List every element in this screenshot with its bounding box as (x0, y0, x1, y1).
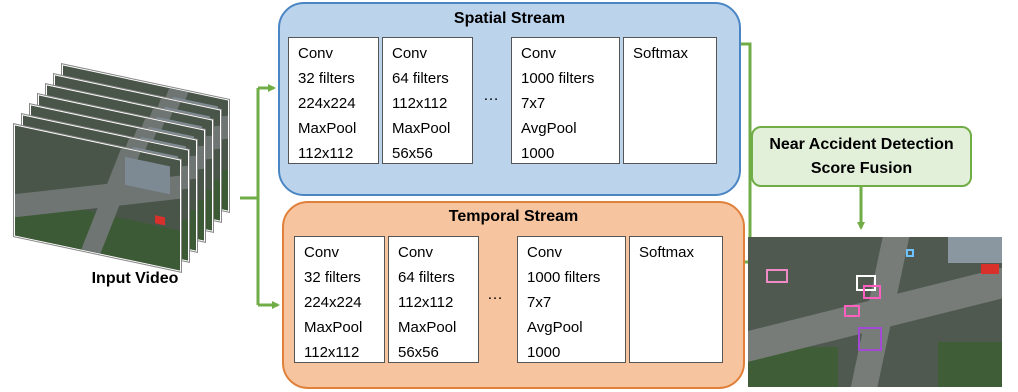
spatial-to-fusion (739, 42, 752, 155)
layer-text: 32 filters (304, 269, 361, 286)
layer-text: MaxPool (304, 319, 363, 336)
layer-text: Conv (298, 45, 334, 62)
layer-text: MaxPool (392, 120, 451, 137)
layer-text: 64 filters (398, 269, 455, 286)
spatial-stream-title: Spatial Stream (453, 10, 566, 27)
layer-text: 32 filters (298, 70, 355, 87)
fusion-label-line1: Near Accident Detection (769, 135, 954, 153)
temporal-ellipsis: … (487, 286, 503, 303)
layer-text: 7x7 (521, 95, 546, 112)
layer-text: 64 filters (392, 70, 449, 87)
layer-text: 112x112 (392, 95, 448, 112)
layer-text: AvgPool (527, 319, 583, 336)
layer-text: Softmax (633, 45, 689, 62)
input-video-label: Input Video (91, 270, 179, 287)
layer-text: 1000 filters (527, 269, 601, 286)
layer-text: 224x224 (298, 95, 356, 112)
layer-text: Softmax (639, 244, 695, 261)
layer-text: 112x112 (398, 294, 454, 311)
spatial-conv2-block: Conv 64 filters 112x112 MaxPool 56x56 (382, 37, 473, 164)
layer-text: 112x112 (304, 344, 360, 361)
layer-text: 224x224 (304, 294, 362, 311)
layer-text: Conv (398, 244, 434, 261)
detection-box (844, 305, 860, 317)
layer-text: AvgPool (521, 120, 577, 137)
layer-text: 1000 (527, 344, 561, 361)
output-detection-image (748, 237, 1002, 387)
spatial-conv1-block: Conv 32 filters 224x224 MaxPool 112x112 (288, 37, 379, 164)
detection-box (863, 285, 881, 299)
layer-text: 56x56 (392, 145, 433, 162)
layer-text: Conv (527, 244, 563, 261)
spatial-softmax-block: Softmax (623, 37, 717, 164)
detection-box (766, 269, 788, 283)
layer-text: 1000 filters (521, 70, 595, 87)
layer-text: MaxPool (298, 120, 357, 137)
temporal-stream-title: Temporal Stream (448, 208, 579, 225)
temporal-conv2-block: Conv 64 filters 112x112 MaxPool 56x56 (388, 236, 479, 363)
temporal-softmax-block: Softmax (629, 236, 723, 363)
spatial-ellipsis: … (483, 87, 499, 104)
layer-text: 1000 (521, 145, 555, 162)
detection-box (856, 275, 876, 291)
layer-text: 56x56 (398, 344, 439, 361)
layer-text: 7x7 (527, 294, 552, 311)
detection-box (858, 327, 882, 351)
layer-text: Conv (304, 244, 340, 261)
spatial-conv-final-block: Conv 1000 filters 7x7 AvgPool 1000 (511, 37, 620, 164)
detection-box (906, 249, 914, 257)
layer-text: 112x112 (298, 145, 354, 162)
layer-text: Conv (521, 45, 557, 62)
layer-text: MaxPool (398, 319, 457, 336)
layer-text: Conv (392, 45, 428, 62)
spatial-stream-panel: Spatial Stream Conv 32 filters 224x224 M… (278, 2, 741, 196)
score-fusion-box: Near Accident Detection Score Fusion (751, 126, 972, 187)
temporal-conv-final-block: Conv 1000 filters 7x7 AvgPool 1000 (517, 236, 626, 363)
temporal-stream-panel: Temporal Stream Conv 32 filters 224x224 … (282, 201, 745, 389)
temporal-conv1-block: Conv 32 filters 224x224 MaxPool 112x112 (294, 236, 385, 363)
fusion-label-line2: Score Fusion (810, 159, 913, 177)
